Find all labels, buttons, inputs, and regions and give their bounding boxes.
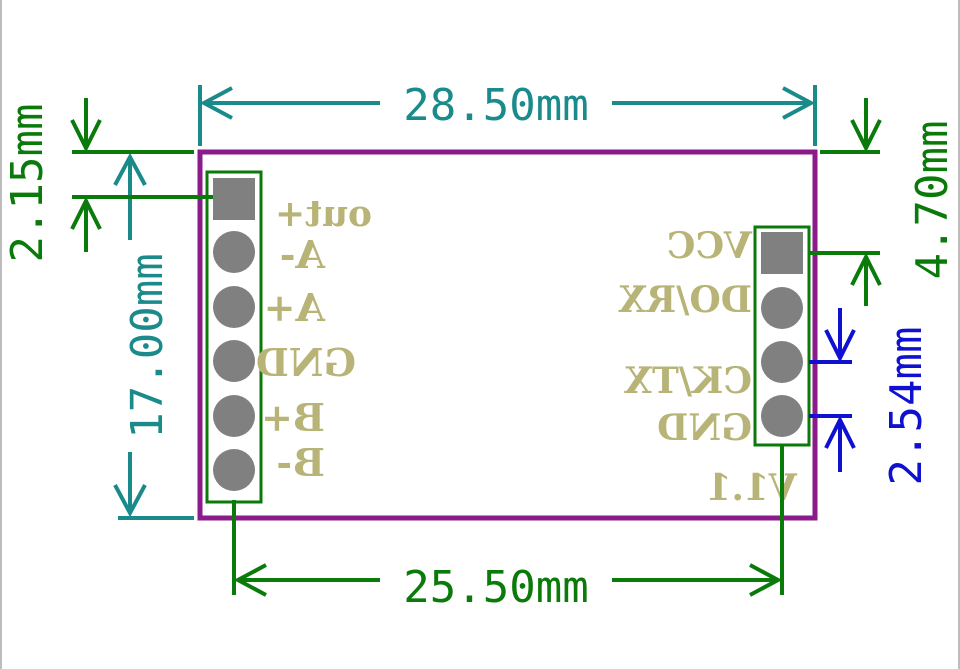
- dim-right-offset-label: 4.70mm: [907, 121, 958, 280]
- dim-pitch-label: 25.50mm: [403, 562, 588, 613]
- dim-height-label: 17.00mm: [122, 253, 173, 438]
- right-pin-label-gnd: GND: [657, 407, 752, 449]
- dim-left-offset-label: 2.15mm: [2, 104, 53, 263]
- left-pin-label-gnd: GND: [256, 340, 356, 385]
- right-pad: [761, 395, 803, 437]
- right-pad: [761, 341, 803, 383]
- left-pin-label-b-minus: B-: [276, 440, 325, 485]
- dim-pin-pitch-label: 2.54mm: [881, 327, 932, 486]
- left-pin-label-a-plus: A+: [264, 285, 326, 330]
- left-pad: [213, 395, 255, 437]
- left-pad: [213, 449, 255, 491]
- version-label: V1.1: [706, 467, 798, 509]
- right-pin-label-do-rx: DO/RX: [618, 279, 752, 321]
- right-pin-label-ck-tx: CK/TX: [624, 360, 752, 402]
- left-pad: [213, 286, 255, 328]
- left-pad-square: [213, 178, 255, 220]
- right-pad: [761, 287, 803, 329]
- left-pad: [213, 231, 255, 273]
- left-pad: [213, 340, 255, 382]
- left-pin-label-a-minus: A-: [280, 232, 326, 277]
- dim-width-label: 28.50mm: [403, 80, 588, 131]
- right-pin-label-vcc: VCC: [667, 225, 753, 267]
- blank-label-area: [360, 420, 640, 500]
- left-pin-label-out-plus: out+: [275, 193, 372, 235]
- left-pin-label-b-plus: B+: [261, 395, 325, 440]
- right-pad-square: [761, 232, 803, 274]
- board-outline: [197, 149, 818, 521]
